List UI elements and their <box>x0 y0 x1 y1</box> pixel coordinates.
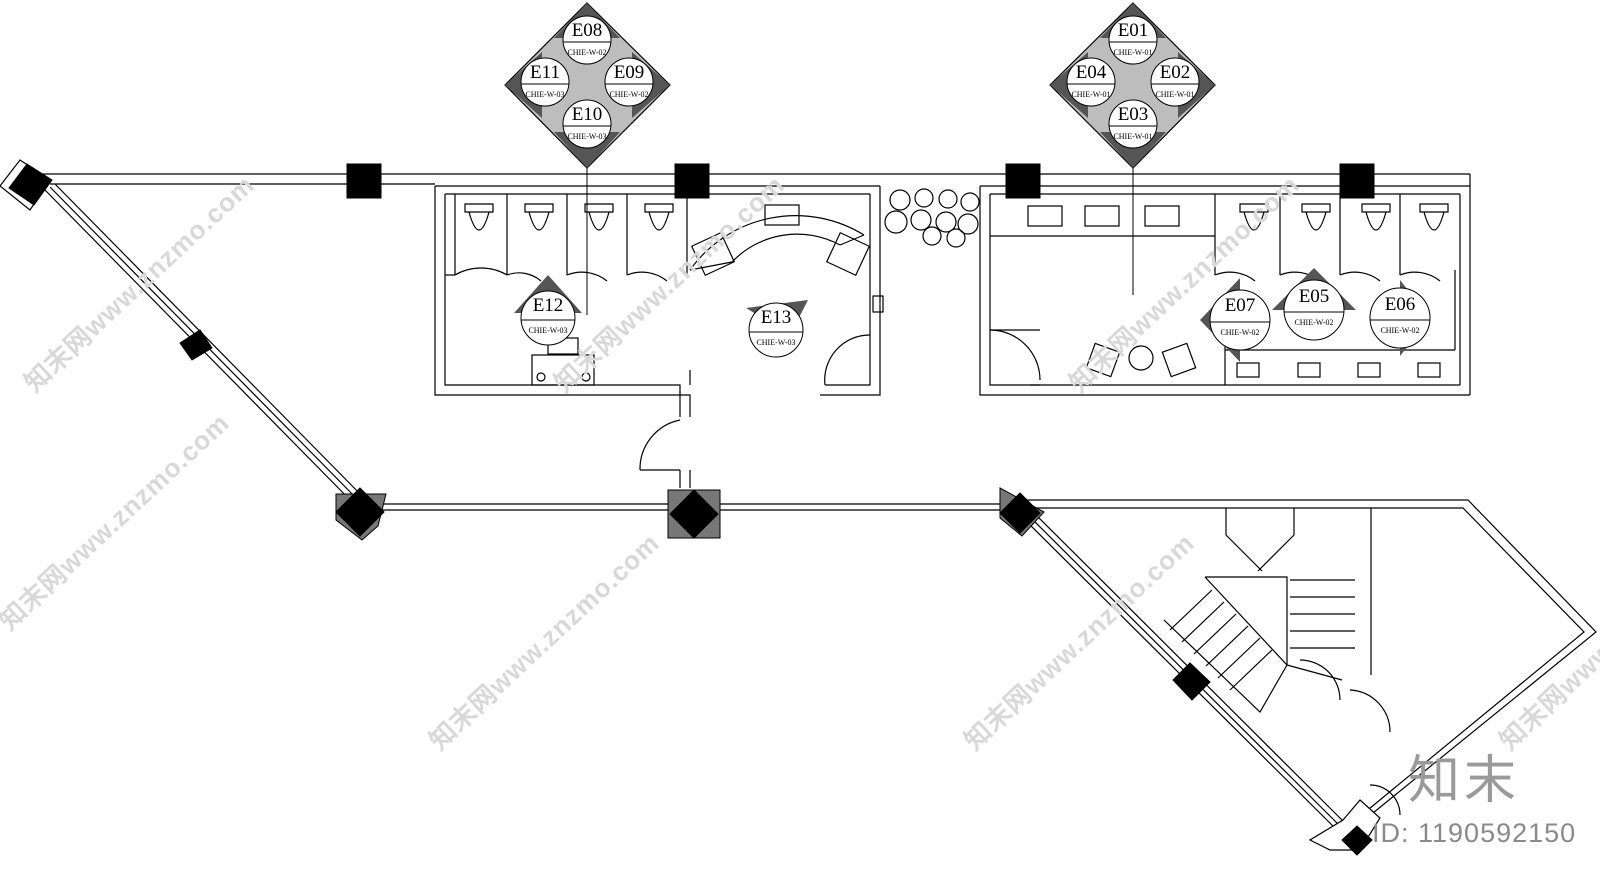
svg-text:E06: E06 <box>1385 294 1416 315</box>
column <box>179 329 213 361</box>
svg-text:E05: E05 <box>1299 286 1330 307</box>
left-stall-doors <box>454 267 871 471</box>
svg-text:CHIE-W-03: CHIE-W-03 <box>756 338 795 347</box>
elevation-cluster-right: E01 CHIE-W-01 E04 CHIE-W-01 E02 CHIE-W-0… <box>1049 2 1216 169</box>
svg-text:E04: E04 <box>1076 62 1107 83</box>
right-stall-doors <box>989 271 1441 381</box>
svg-text:CHIE-W-01: CHIE-W-01 <box>1155 90 1194 99</box>
planter <box>884 188 980 248</box>
right-washroom-walls <box>979 185 1470 396</box>
elevation-tag-E12: E12 CHIE-W-03 <box>514 275 582 346</box>
vanity-counter <box>531 204 884 386</box>
column <box>346 163 382 199</box>
elevation-tag-E06: E06 CHIE-W-02 <box>1369 280 1431 356</box>
elevation-tag-E07: E07 CHIE-W-02 <box>1200 278 1271 362</box>
svg-text:E01: E01 <box>1118 20 1149 41</box>
svg-text:CHIE-W-02: CHIE-W-02 <box>1294 318 1333 327</box>
column <box>1341 825 1373 856</box>
elevation-tag-E13: E13 CHIE-W-03 <box>746 300 808 358</box>
svg-text:E09: E09 <box>614 62 645 83</box>
svg-text:E07: E07 <box>1225 295 1256 316</box>
svg-text:CHIE-W-01: CHIE-W-01 <box>1113 48 1152 57</box>
svg-text:CHIE-W-02: CHIE-W-02 <box>609 90 648 99</box>
svg-text:CHIE-W-02: CHIE-W-02 <box>1380 326 1419 335</box>
column <box>1339 163 1375 199</box>
svg-text:E11: E11 <box>530 62 560 83</box>
elevation-tag-E01: E01 CHIE-W-01 <box>1108 15 1158 65</box>
column <box>1005 163 1041 199</box>
right-basins <box>1027 203 1449 378</box>
stair <box>1163 534 1401 816</box>
brand-logo-text: 知末 <box>1408 751 1521 811</box>
leader-lines <box>586 162 1134 315</box>
svg-text:E08: E08 <box>572 20 603 41</box>
elevation-tag-E10: E10 CHIE-W-03 <box>562 99 612 149</box>
svg-text:E02: E02 <box>1160 62 1191 83</box>
column <box>8 163 53 206</box>
column <box>669 489 719 539</box>
elevation-tag-E03: E03 CHIE-W-01 <box>1108 99 1158 149</box>
elevation-tag-E09: E09 CHIE-W-02 <box>604 57 654 107</box>
svg-text:CHIE-W-02: CHIE-W-02 <box>1220 328 1259 337</box>
lounge-chairs <box>1085 342 1197 378</box>
svg-text:E12: E12 <box>533 295 564 316</box>
svg-text:E03: E03 <box>1118 104 1149 125</box>
elevation-cluster-left: E08 CHIE-W-02 E11 CHIE-W-03 E09 CHIE-W-0… <box>504 2 671 169</box>
elevation-tag-E05: E05 CHIE-W-02 <box>1272 268 1356 341</box>
svg-text:CHIE-W-03: CHIE-W-03 <box>528 326 567 335</box>
column <box>335 487 385 537</box>
elevation-tag-E11: E11 CHIE-W-03 <box>520 57 570 107</box>
svg-text:E10: E10 <box>572 104 603 125</box>
elevation-tag-E04: E04 CHIE-W-01 <box>1066 57 1116 107</box>
svg-text:CHIE-W-03: CHIE-W-03 <box>525 90 564 99</box>
elevation-tag-E02: E02 CHIE-W-01 <box>1150 57 1200 107</box>
svg-text:CHIE-W-03: CHIE-W-03 <box>567 132 606 141</box>
stair-core-outline <box>1025 499 1597 831</box>
columns <box>0 159 1381 856</box>
column <box>674 163 710 199</box>
left-washroom-walls <box>434 185 881 488</box>
svg-text:CHIE-W-02: CHIE-W-02 <box>567 48 606 57</box>
svg-text:CHIE-W-01: CHIE-W-01 <box>1113 132 1152 141</box>
column <box>1172 662 1211 701</box>
image-id-label: ID: 1190592150 <box>1372 818 1577 848</box>
svg-text:E13: E13 <box>761 307 792 328</box>
elevation-tag-E08: E08 CHIE-W-02 <box>562 15 612 65</box>
column <box>999 492 1041 534</box>
left-toilets <box>464 203 674 231</box>
svg-text:CHIE-W-01: CHIE-W-01 <box>1071 90 1110 99</box>
